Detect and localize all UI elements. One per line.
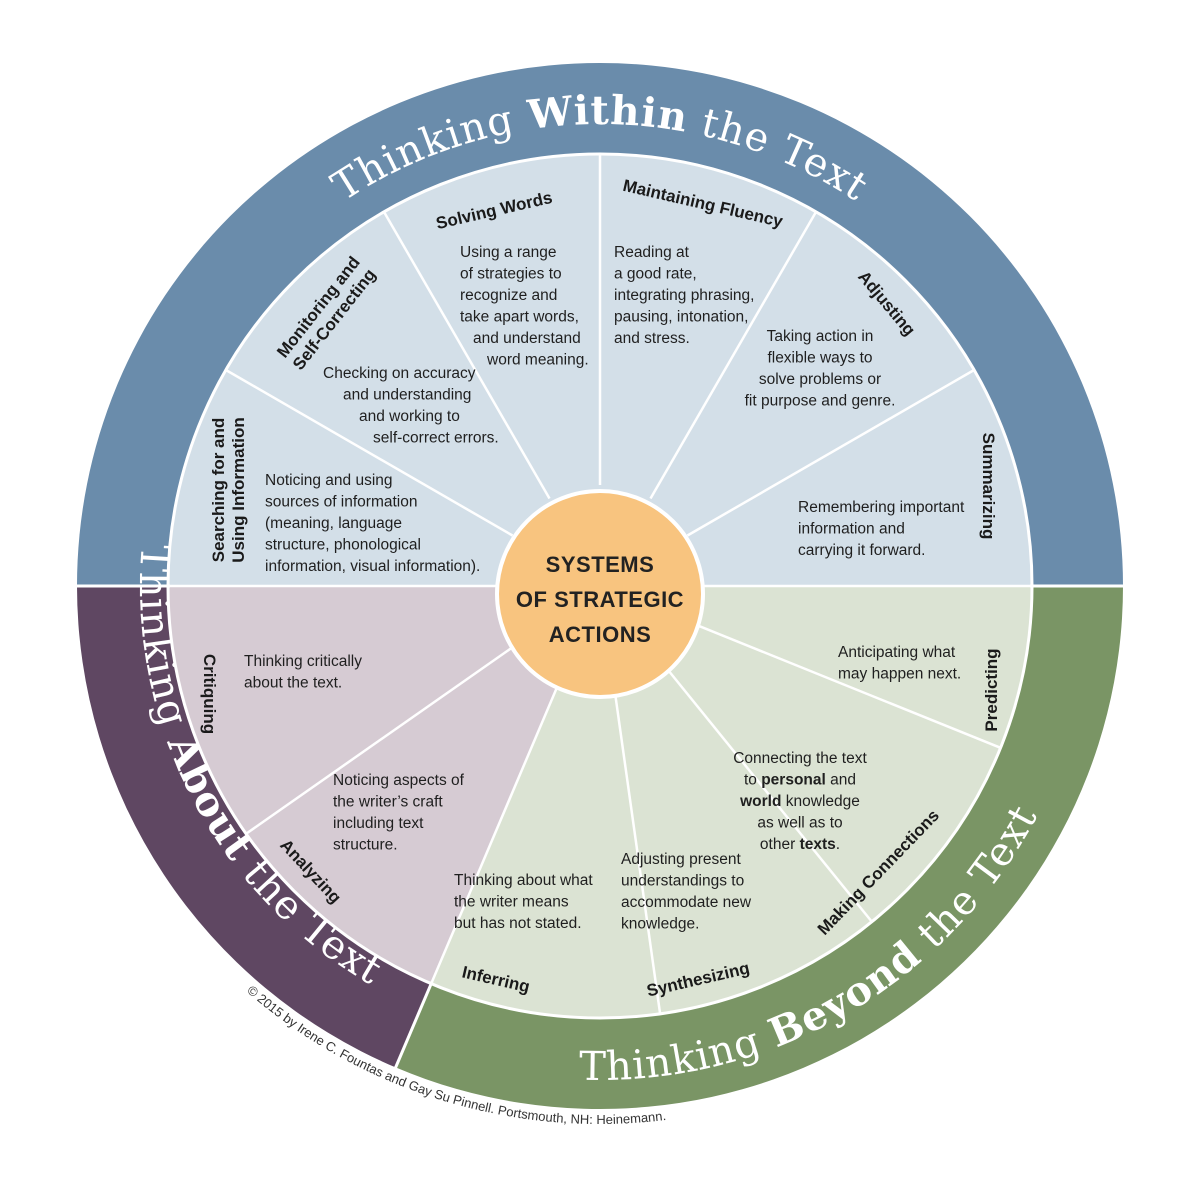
ring-beyond — [395, 586, 1124, 1110]
center-title-line: SYSTEMS — [546, 552, 655, 577]
segment-description-line: but has not stated. — [454, 915, 582, 932]
segment-description-line: Thinking critically — [244, 653, 362, 670]
segment-description-line: Adjusting present — [621, 851, 741, 868]
segment-description-line: structure, phonological — [265, 537, 421, 554]
segment-description-line: Thinking about what — [454, 872, 593, 889]
segment-title: Using Information — [229, 417, 248, 562]
segment-description-line: take apart words, — [460, 309, 579, 326]
segment-description-line: world knowledge — [739, 793, 860, 810]
inner-ring-boundary — [166, 152, 1034, 1020]
segment-description-line: fit purpose and genre. — [745, 393, 896, 410]
segment-description-line: flexible ways to — [767, 350, 872, 367]
segment-divider — [662, 663, 873, 923]
segment-description-line: Remembering important — [798, 499, 965, 516]
center-hub — [495, 489, 705, 699]
segment-description-line: and understand — [473, 330, 581, 347]
segment-description-line: information and — [798, 521, 905, 538]
segment-description-line: knowledge. — [621, 916, 699, 933]
segment-description-line: information, visual information). — [265, 558, 480, 575]
segment-critiquing: Critiquing Thinking critically about the t… — [200, 653, 362, 734]
segment-description-line: (meaning, language — [265, 515, 402, 532]
segment-description-line: other texts. — [760, 836, 840, 853]
segment-description-line: Connecting the text — [733, 750, 867, 767]
segment-description-line: and understanding — [343, 387, 471, 404]
hub-layer: SYSTEMS OF STRATEGIC ACTIONS — [495, 489, 705, 699]
segment-description-line: word meaning. — [486, 352, 589, 369]
segment-description-line: structure. — [333, 837, 398, 854]
segment-description-line: the writer’s craft — [333, 794, 443, 811]
center-title-line: ACTIONS — [549, 622, 652, 647]
divider-layer — [75, 152, 1125, 1070]
segment-description-line: carrying it forward. — [798, 542, 925, 559]
region-divider — [393, 981, 434, 1070]
segment-predicting: Predicting Anticipating what may happen ne… — [838, 644, 1001, 732]
segment-description-line: and working to — [359, 408, 460, 425]
segment-description-line: Checking on accuracy — [323, 365, 476, 382]
segment-description-line: about the text. — [244, 675, 342, 692]
region-about — [167, 586, 600, 984]
segment-divider — [245, 642, 518, 835]
segment-description-line: pausing, intonation, — [614, 309, 748, 326]
segment-description-line: Using a range — [460, 244, 557, 261]
ring-about — [77, 586, 432, 1068]
segment-description-line: may happen next. — [838, 666, 961, 683]
segment-title: Predicting — [982, 648, 1001, 731]
segment-description-line: sources of information — [265, 494, 418, 511]
segment-title: Critiquing — [200, 654, 219, 734]
center-title-line: OF STRATEGIC — [516, 587, 684, 612]
segment-description-line: the writer means — [454, 894, 569, 911]
segment-divider — [649, 211, 818, 500]
segment-description-line: recognize and — [460, 287, 557, 304]
segment-divider — [225, 368, 514, 537]
segment-description-line: understandings to — [621, 873, 744, 890]
segment-description-line: of strategies to — [460, 266, 562, 283]
segment-divider — [686, 368, 975, 537]
segment-divider — [430, 678, 562, 985]
segment-description-line: solve problems or — [759, 371, 881, 388]
segment-description-line: Anticipating what — [838, 644, 956, 661]
segment-description-line: self-correct errors. — [373, 430, 499, 447]
segment-description-line: Noticing aspects of — [333, 772, 465, 789]
ring-within — [77, 63, 1123, 586]
segment-description-line: Noticing and using — [265, 472, 393, 489]
segment-title: Searching for and — [209, 418, 228, 563]
segment-description-line: as well as to — [757, 815, 842, 832]
segment-divider — [382, 211, 551, 500]
segment-title: Summarizing — [979, 433, 998, 540]
segment-description-line: accommodate new — [621, 894, 752, 911]
segment-description-line: Taking action in — [767, 328, 874, 345]
segment-description-line: including text — [333, 815, 424, 832]
segment-description-line: and stress. — [614, 330, 690, 347]
segment-divider — [693, 622, 1002, 749]
segment-description-line: integrating phrasing, — [614, 287, 754, 304]
segment-description-line: a good rate, — [614, 266, 697, 283]
segment-description-line: to personal and — [744, 772, 856, 789]
segment-description-line: Reading at — [614, 244, 690, 261]
segment-divider — [612, 685, 662, 1014]
